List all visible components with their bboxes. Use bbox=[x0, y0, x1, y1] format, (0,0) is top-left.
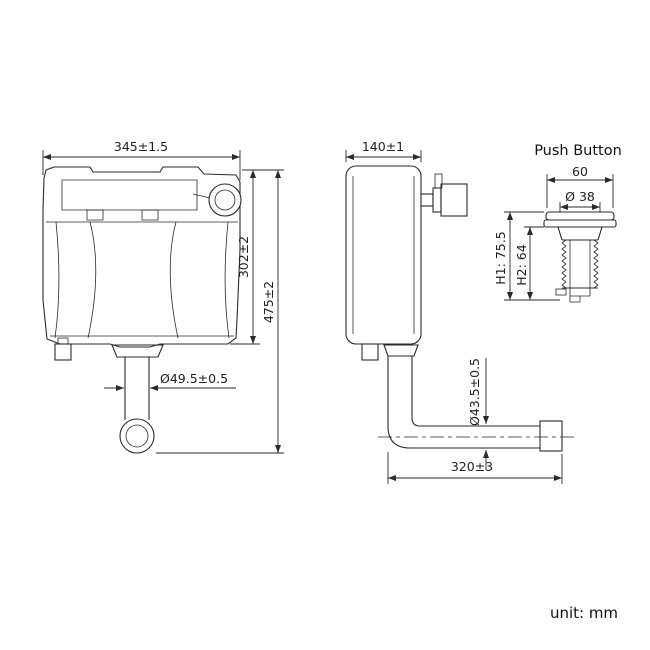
front-recess-tab-left bbox=[86, 209, 104, 221]
elbow-pipe-outer bbox=[387, 356, 540, 449]
outlet-flange-inner bbox=[125, 424, 149, 448]
dim-button-h1: H1: 75.5 bbox=[493, 231, 508, 284]
button-bottom-clip bbox=[555, 288, 567, 296]
valve-knurled-body bbox=[440, 183, 468, 217]
dim-pipe-diameter: Ø43.5±0.5 bbox=[467, 358, 482, 426]
front-rib-left bbox=[87, 221, 97, 339]
pipe-threaded-end bbox=[539, 420, 563, 452]
front-inlet-stub bbox=[54, 343, 72, 361]
front-recess-tab-right bbox=[141, 209, 159, 221]
dim-front-width: 345±1.5 bbox=[114, 139, 168, 154]
button-thread-right bbox=[593, 239, 599, 289]
front-inlet-stub-cap bbox=[57, 337, 69, 345]
side-inlet-stub bbox=[361, 343, 379, 361]
dim-outlet-diameter: Ø49.5±0.5 bbox=[160, 371, 228, 386]
button-thread-left bbox=[561, 239, 567, 289]
unit-label: unit: mm bbox=[550, 604, 618, 622]
push-button-title: Push Button bbox=[534, 143, 622, 159]
dim-front-tank-height: 302±2 bbox=[236, 236, 251, 278]
filler-cap-inner bbox=[214, 189, 236, 211]
elbow-thread-flange bbox=[383, 344, 419, 357]
cap-leader-line bbox=[192, 193, 211, 199]
dim-front-total-height: 475±2 bbox=[261, 281, 276, 323]
front-top-recess bbox=[61, 179, 198, 211]
push-button-detail: Push Button 60 Ø 38 H1: 75.5 H2: 64 bbox=[493, 143, 622, 303]
elbow-pipe-inner bbox=[411, 356, 540, 427]
front-view-dimensions: 345±1.5 302±2 475±2 Ø49.5±0.5 bbox=[42, 139, 284, 454]
valve-connector bbox=[420, 193, 434, 207]
button-cap-top bbox=[545, 211, 615, 221]
outlet-thread-flange bbox=[111, 344, 164, 358]
side-view bbox=[345, 165, 576, 452]
button-bottom-shank bbox=[569, 288, 591, 303]
front-rib-outer-left bbox=[54, 221, 60, 339]
side-view-dimensions: 140±1 Ø43.5±0.5 320±3 bbox=[345, 139, 563, 484]
button-neck bbox=[557, 226, 603, 241]
valve-stem bbox=[432, 187, 442, 213]
front-view bbox=[42, 166, 242, 454]
dim-button-diameter: Ø 38 bbox=[565, 189, 595, 204]
front-rib-outer-right bbox=[224, 221, 230, 339]
dim-pipe-length: 320±3 bbox=[451, 459, 493, 474]
dim-button-width: 60 bbox=[572, 164, 588, 179]
dim-button-h2: H2: 64 bbox=[514, 244, 529, 285]
side-tank-outline bbox=[345, 165, 422, 345]
dim-side-depth: 140±1 bbox=[362, 139, 404, 154]
front-rib-right bbox=[169, 221, 179, 339]
button-cap-lip bbox=[543, 219, 617, 228]
